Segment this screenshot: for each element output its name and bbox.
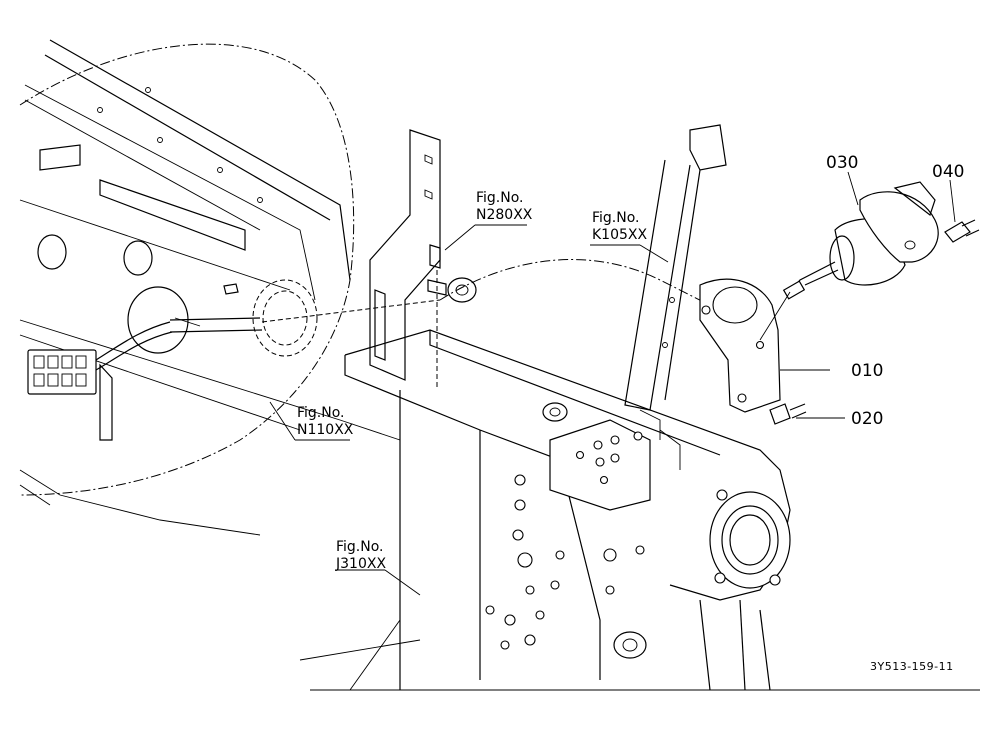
wire-harness (27, 259, 771, 441)
solenoid-assembly (699, 181, 980, 425)
connector (27, 349, 97, 395)
strap-k105 (624, 124, 727, 411)
left-panel (19, 39, 401, 536)
part-number-010: 010 (851, 361, 883, 381)
drawing-code: 3Y513-159-11 (870, 660, 954, 673)
reference-label-n110: Fig.No. N110XX (297, 405, 354, 438)
svg-text:Fig.No.: Fig.No. (592, 210, 640, 226)
svg-text:Fig.No.: Fig.No. (336, 539, 384, 555)
reference-label-k105: Fig.No. K105XX (592, 210, 647, 243)
bolt-020 (769, 403, 791, 425)
svg-text:N110XX: N110XX (297, 422, 354, 438)
main-housing (299, 329, 980, 691)
svg-text:K105XX: K105XX (592, 227, 647, 243)
bolt-040 (944, 221, 971, 243)
svg-text:Fig.No.: Fig.No. (476, 190, 524, 206)
reference-label-j310: Fig.No. J310XX (335, 539, 386, 572)
bracket-n280 (369, 129, 477, 390)
part-number-030: 030 (826, 153, 858, 173)
svg-text:J310XX: J310XX (335, 556, 386, 572)
svg-text:N280XX: N280XX (476, 207, 533, 223)
leader-lines (269, 171, 956, 596)
reference-label-n280: Fig.No. N280XX (476, 190, 533, 223)
svg-text:Fig.No.: Fig.No. (297, 405, 345, 421)
part-number-040: 040 (932, 162, 964, 182)
part-number-020: 020 (851, 409, 883, 429)
